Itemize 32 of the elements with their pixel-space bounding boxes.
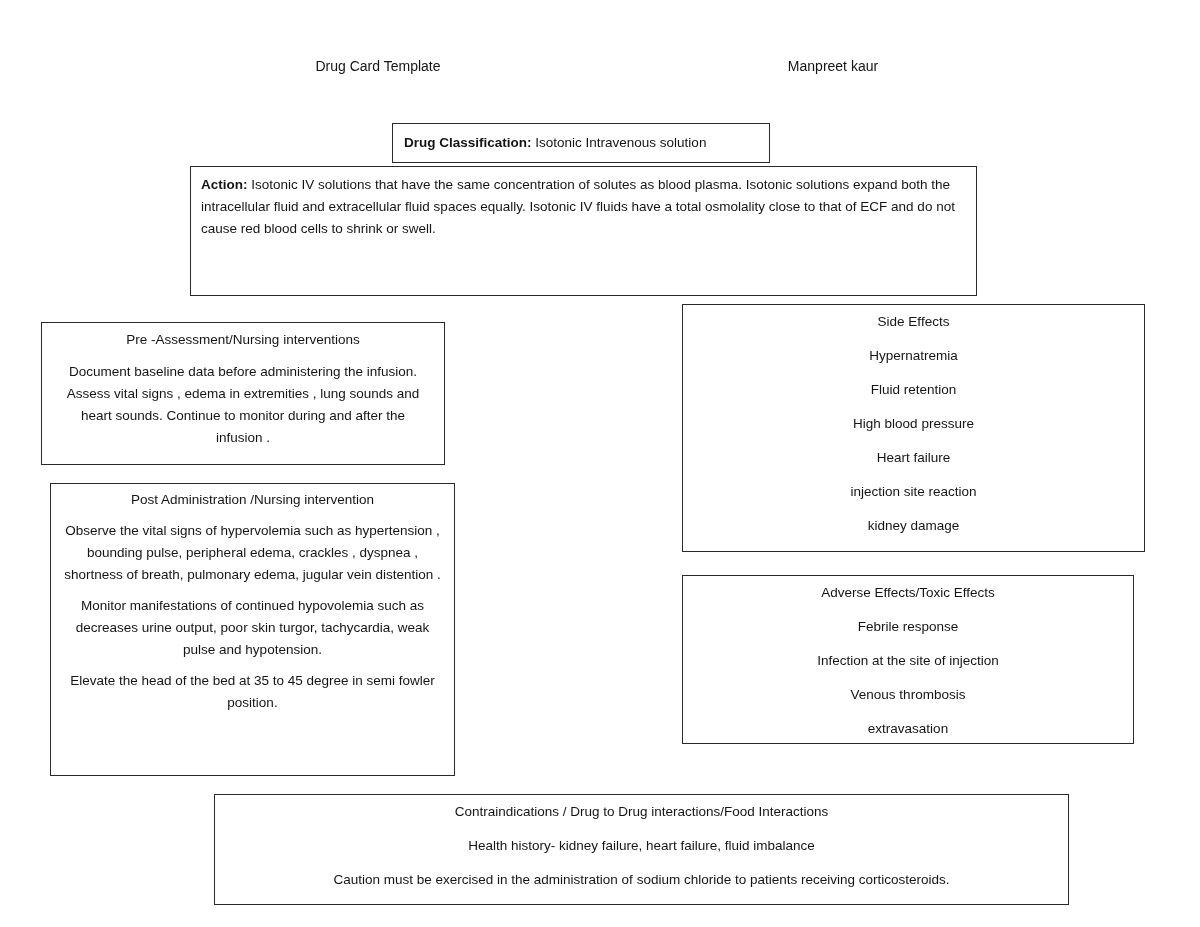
- list-item: High blood pressure: [852, 415, 975, 433]
- section-heading: Side Effects: [876, 313, 951, 331]
- text-box: [682, 304, 1145, 552]
- text-box: [682, 575, 1134, 744]
- body-text: Caution must be exercised in the administration of sodium chloride to patients receiving corticosteroids.: [332, 871, 951, 889]
- text-box: [41, 322, 445, 465]
- list-item: Heart failure: [875, 449, 952, 467]
- classification-text: Drug Classification: Isotonic Intravenous solution: [404, 134, 708, 152]
- section-heading: Post Administration /Nursing intervention: [129, 491, 376, 509]
- list-item: Fluid retention: [869, 381, 958, 399]
- list-item: Hypernatremia: [868, 347, 959, 365]
- list-item: kidney damage: [866, 517, 961, 535]
- section-heading: Contraindications / Drug to Drug interactions/Food Interactions: [453, 803, 830, 821]
- body-text: Document baseline data before administering the infusion. Assess vital signs , edema in extremities , lung sounds and heart sounds. Continue to monitor during and after the infusion .: [65, 363, 421, 447]
- author-name: Manpreet kaur: [786, 57, 880, 76]
- list-item: extravasation: [866, 720, 950, 738]
- body-text: Health history- kidney failure, heart failure, fluid imbalance: [467, 837, 816, 855]
- text-box: [190, 166, 977, 296]
- body-text: Observe the vital signs of hypervolemia such as hypertension , bounding pulse, peripheral edema, crackles , dyspnea , shortness of breath, pulmonary edema, jugular vein distention .: [63, 522, 442, 584]
- body-text: Elevate the head of the bed at 35 to 45 degree in semi fowler position.: [69, 672, 436, 712]
- list-item: Febrile response: [856, 618, 960, 636]
- action-text: Action: Isotonic IV solutions that have the same concentration of solutes as blood plasma. Isotonic solutions expand both the intracellular fluid and extracellular fluid spaces equally. Isotonic IV fluids have a total osmolality close to that of ECF and do not cause red blood cells to shrink or swell.: [201, 176, 956, 238]
- text-box: [392, 123, 770, 163]
- section-heading: Pre -Assessment/Nursing interventions: [125, 331, 361, 349]
- body-text: Monitor manifestations of continued hypovolemia such as decreases urine output, poor skin turgor, tachycardia, weak pulse and hypotension.: [74, 597, 431, 659]
- section-heading: Adverse Effects/Toxic Effects: [820, 584, 996, 602]
- list-item: injection site reaction: [849, 483, 978, 501]
- text-box: [214, 794, 1069, 905]
- list-item: Infection at the site of injection: [816, 652, 1000, 670]
- list-item: Venous thrombosis: [849, 686, 967, 704]
- page-title: Drug Card Template: [314, 57, 442, 76]
- text-box: [50, 483, 455, 776]
